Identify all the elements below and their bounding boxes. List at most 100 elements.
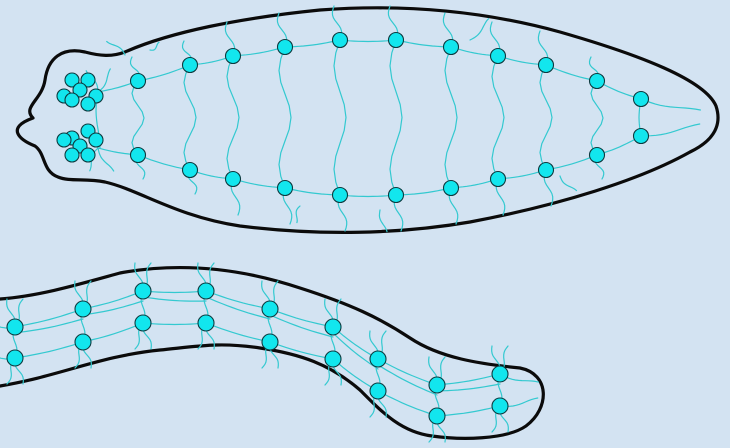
- peripheral-nerve: [469, 18, 490, 41]
- longitudinal-nerve: [82, 322, 144, 343]
- segmental-ganglion: [489, 47, 507, 65]
- longitudinal-nerve: [142, 290, 207, 294]
- longitudinal-nerve-lower: [545, 154, 598, 171]
- segmental-ganglion: [6, 318, 24, 336]
- longitudinal-nerve: [377, 390, 438, 417]
- peripheral-nerve: [149, 41, 160, 51]
- segmental-ganglion: [181, 161, 199, 179]
- segmental-ganglion: [537, 161, 555, 179]
- segmental-ganglion: [197, 314, 215, 332]
- segmental-ganglion: [134, 314, 152, 332]
- longitudinal-nerve-upper: [339, 39, 397, 43]
- peripheral-nerve: [559, 175, 578, 192]
- segmental-ganglion: [369, 350, 387, 368]
- flatworm-group: [15, 5, 720, 235]
- transverse-commissure: [389, 39, 403, 196]
- longitudinal-nerve: [14, 318, 84, 334]
- longitudinal-nerve: [436, 405, 501, 417]
- longitudinal-nerve: [332, 358, 379, 392]
- longitudinal-nerve: [205, 322, 271, 343]
- segmental-ganglion: [324, 350, 342, 368]
- cerebral-ganglion: [80, 72, 96, 88]
- segmented-worm-nerve-net: [0, 262, 540, 443]
- transverse-commissure: [590, 80, 604, 156]
- segmental-ganglion: [129, 146, 147, 164]
- segmental-ganglion: [224, 170, 242, 188]
- longitudinal-nerve-lower: [339, 194, 397, 198]
- longitudinal-nerve-upper: [232, 46, 286, 57]
- segmental-ganglion: [491, 365, 509, 383]
- segmental-ganglion: [489, 170, 507, 188]
- longitudinal-nerve-lower: [497, 169, 547, 180]
- segmental-ganglion: [442, 38, 460, 56]
- longitudinal-nerve: [269, 314, 334, 338]
- longitudinal-nerve: [205, 290, 271, 310]
- tail-nerve: [640, 123, 701, 137]
- longitudinal-nerve: [377, 364, 438, 396]
- peripheral-nerve: [295, 205, 301, 224]
- longitudinal-nerve-lower: [395, 187, 452, 196]
- transverse-commissure: [278, 46, 292, 189]
- segmental-ganglion: [491, 397, 509, 415]
- transverse-commissure: [226, 55, 240, 180]
- segmental-ganglion: [537, 56, 555, 74]
- segmental-ganglion: [442, 179, 460, 197]
- longitudinal-nerve-upper: [497, 55, 547, 66]
- longitudinal-nerve-upper: [545, 64, 598, 82]
- longitudinal-nerve-upper: [284, 39, 341, 48]
- flatworm-ganglia: [56, 31, 650, 204]
- segmented-worm-ganglia: [6, 282, 509, 425]
- segmental-ganglion: [331, 31, 349, 49]
- segmental-ganglion: [134, 282, 152, 300]
- segmental-ganglion: [261, 300, 279, 318]
- segmental-ganglion: [331, 186, 349, 204]
- longitudinal-nerve: [142, 322, 207, 326]
- longitudinal-nerve-upper: [395, 39, 452, 48]
- segmental-ganglion: [387, 186, 405, 204]
- segmental-ganglion: [74, 333, 92, 351]
- peripheral-nerve: [106, 40, 126, 56]
- segmental-ganglion: [387, 31, 405, 49]
- longitudinal-nerve: [269, 341, 334, 360]
- longitudinal-nerve: [14, 341, 84, 359]
- transverse-commissure: [444, 46, 458, 189]
- segmental-ganglion: [632, 90, 650, 108]
- segmental-ganglion: [632, 127, 650, 145]
- segmental-ganglion: [74, 300, 92, 318]
- cerebral-ganglion: [88, 132, 104, 148]
- segmental-ganglion: [588, 72, 606, 90]
- longitudinal-nerve: [436, 373, 501, 386]
- segmental-ganglion: [324, 318, 342, 336]
- longitudinal-nerve: [82, 290, 144, 310]
- cerebral-ganglion: [80, 96, 96, 112]
- segmental-ganglion: [276, 179, 294, 197]
- longitudinal-nerve: [142, 296, 207, 302]
- segmental-ganglion: [428, 376, 446, 394]
- longitudinal-nerve: [332, 332, 379, 370]
- longitudinal-nerve: [332, 326, 379, 360]
- transverse-commissure: [131, 80, 145, 156]
- cerebral-ganglion: [64, 147, 80, 163]
- segmental-ganglion: [197, 282, 215, 300]
- segmental-ganglion: [276, 38, 294, 56]
- head-nerve: [97, 68, 111, 93]
- longitudinal-nerve-lower: [232, 178, 286, 189]
- peripheral-nerve: [378, 209, 388, 233]
- cerebral-ganglion: [72, 82, 88, 98]
- segmental-ganglion: [588, 146, 606, 164]
- cerebral-ganglion: [56, 132, 72, 148]
- transverse-commissure: [491, 55, 505, 180]
- longitudinal-nerve-lower: [284, 187, 341, 196]
- longitudinal-nerve: [14, 308, 84, 328]
- segmental-ganglion: [428, 407, 446, 425]
- segmental-ganglion: [261, 333, 279, 351]
- segmented-worm-body-outline: [0, 265, 545, 440]
- longitudinal-nerve: [269, 308, 334, 328]
- longitudinal-nerve: [377, 358, 438, 386]
- transverse-commissure: [183, 64, 197, 171]
- cerebral-ganglion: [64, 92, 80, 108]
- transverse-commissure: [333, 39, 347, 196]
- segmental-ganglion: [224, 47, 242, 65]
